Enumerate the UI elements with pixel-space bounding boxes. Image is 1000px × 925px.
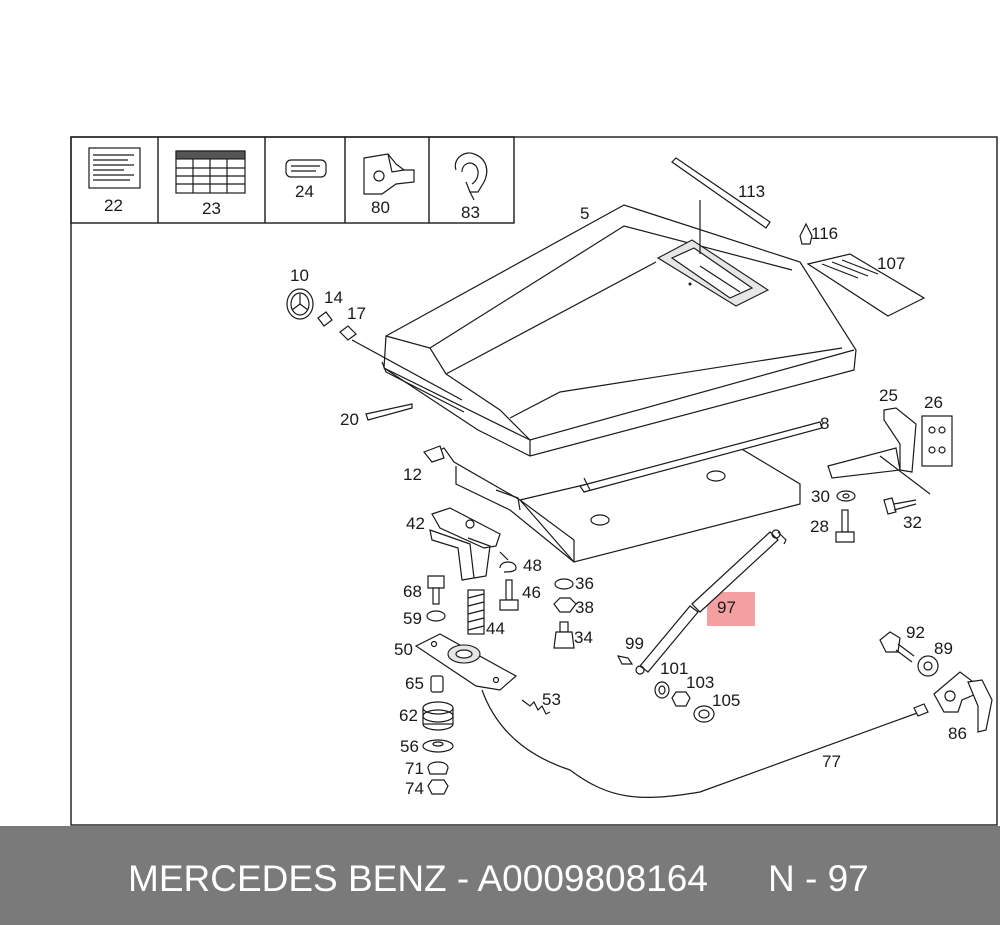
label-97: 97 bbox=[717, 598, 736, 617]
hinge-25 bbox=[827, 407, 931, 495]
label-12: 12 bbox=[403, 465, 422, 484]
label-89: 89 bbox=[934, 639, 953, 658]
nut-103 bbox=[671, 691, 691, 707]
label-56: 56 bbox=[400, 737, 419, 756]
legend-label-83: 83 bbox=[461, 203, 480, 222]
washer-101 bbox=[654, 681, 670, 699]
label-32: 32 bbox=[903, 513, 922, 532]
footer-bar bbox=[0, 826, 1000, 925]
label-5: 5 bbox=[580, 204, 589, 223]
label-103: 103 bbox=[686, 673, 714, 692]
label-10: 10 bbox=[290, 266, 309, 285]
tension-spring-53 bbox=[521, 699, 551, 715]
bolt-68 bbox=[427, 575, 445, 605]
clip-71 bbox=[427, 761, 449, 775]
hood-panel bbox=[381, 204, 857, 457]
washer-36 bbox=[554, 578, 574, 590]
latch-42 bbox=[429, 507, 509, 581]
spring-44 bbox=[467, 589, 485, 635]
legend-strip bbox=[70, 136, 515, 224]
legend-label-22: 22 bbox=[104, 196, 123, 215]
hinge-plate-26 bbox=[921, 415, 953, 467]
bolt-28 bbox=[835, 509, 855, 543]
legend-label-80: 80 bbox=[371, 198, 390, 217]
label-36: 36 bbox=[575, 574, 594, 593]
legend-label-24: 24 bbox=[295, 182, 314, 201]
label-28: 28 bbox=[810, 517, 829, 536]
label-62: 62 bbox=[399, 706, 418, 725]
nut-14 bbox=[317, 311, 333, 327]
label-92: 92 bbox=[906, 623, 925, 642]
label-53: 53 bbox=[542, 690, 561, 709]
label-50: 50 bbox=[394, 640, 413, 659]
label-20: 20 bbox=[340, 410, 359, 429]
seal-strip-20 bbox=[365, 403, 413, 421]
nut-38 bbox=[553, 597, 577, 613]
label-26: 26 bbox=[924, 393, 943, 412]
footer-page-reference: N - 97 bbox=[768, 858, 869, 899]
release-handle-86 bbox=[913, 671, 993, 733]
bumper-34 bbox=[553, 621, 575, 649]
bolt-92 bbox=[879, 631, 915, 663]
sleeve-65 bbox=[430, 675, 444, 693]
label-38: 38 bbox=[575, 598, 594, 617]
footer-part-number: MERCEDES BENZ - A0009808164 bbox=[128, 858, 708, 899]
rubber-bumper-62 bbox=[422, 701, 454, 731]
base-plate-50 bbox=[414, 633, 518, 691]
label-101: 101 bbox=[660, 659, 688, 678]
cover-plate-107 bbox=[806, 253, 926, 317]
clip-48 bbox=[499, 561, 517, 573]
clip-116 bbox=[799, 222, 813, 245]
legend-24-plate-icon bbox=[285, 159, 327, 178]
washer-56 bbox=[422, 739, 454, 753]
label-34: 34 bbox=[574, 628, 593, 647]
legend-80-clip-icon bbox=[363, 153, 415, 195]
label-71: 71 bbox=[405, 759, 424, 778]
star-emblem-10 bbox=[286, 288, 314, 320]
label-105: 105 bbox=[712, 691, 740, 710]
label-86: 86 bbox=[948, 724, 967, 743]
lock-washer-89 bbox=[917, 655, 939, 677]
label-65: 65 bbox=[405, 674, 424, 693]
label-74: 74 bbox=[405, 779, 424, 798]
label-99: 99 bbox=[625, 634, 644, 653]
label-107: 107 bbox=[877, 254, 905, 273]
gas-strut-97 bbox=[616, 529, 787, 675]
label-42: 42 bbox=[406, 514, 425, 533]
clip-17 bbox=[339, 325, 463, 401]
seal-strip-113 bbox=[671, 157, 771, 254]
label-44: 44 bbox=[486, 619, 505, 638]
label-46: 46 bbox=[522, 583, 541, 602]
cable-77 bbox=[481, 689, 921, 799]
rail-8 bbox=[579, 421, 823, 493]
legend-23-label-icon bbox=[175, 150, 246, 194]
label-8: 8 bbox=[820, 414, 829, 433]
label-14: 14 bbox=[324, 288, 343, 307]
cap-105 bbox=[693, 705, 715, 723]
washer-59 bbox=[426, 610, 446, 622]
diagram-frame bbox=[70, 136, 998, 826]
label-48: 48 bbox=[523, 556, 542, 575]
legend-label-23: 23 bbox=[202, 199, 221, 218]
label-77: 77 bbox=[822, 752, 841, 771]
label-116: 116 bbox=[811, 224, 838, 243]
label-68: 68 bbox=[403, 582, 422, 601]
label-59: 59 bbox=[403, 609, 422, 628]
label-113: 113 bbox=[738, 182, 765, 201]
label-30: 30 bbox=[811, 487, 830, 506]
label-25: 25 bbox=[879, 386, 898, 405]
nut-74 bbox=[427, 779, 449, 795]
legend-83-spring-clip-icon bbox=[454, 152, 488, 201]
legend-22-label-icon bbox=[88, 147, 141, 189]
washer-30 bbox=[836, 490, 856, 502]
bolt-46 bbox=[499, 579, 519, 611]
label-17: 17 bbox=[347, 304, 366, 323]
screw-32 bbox=[883, 497, 917, 515]
